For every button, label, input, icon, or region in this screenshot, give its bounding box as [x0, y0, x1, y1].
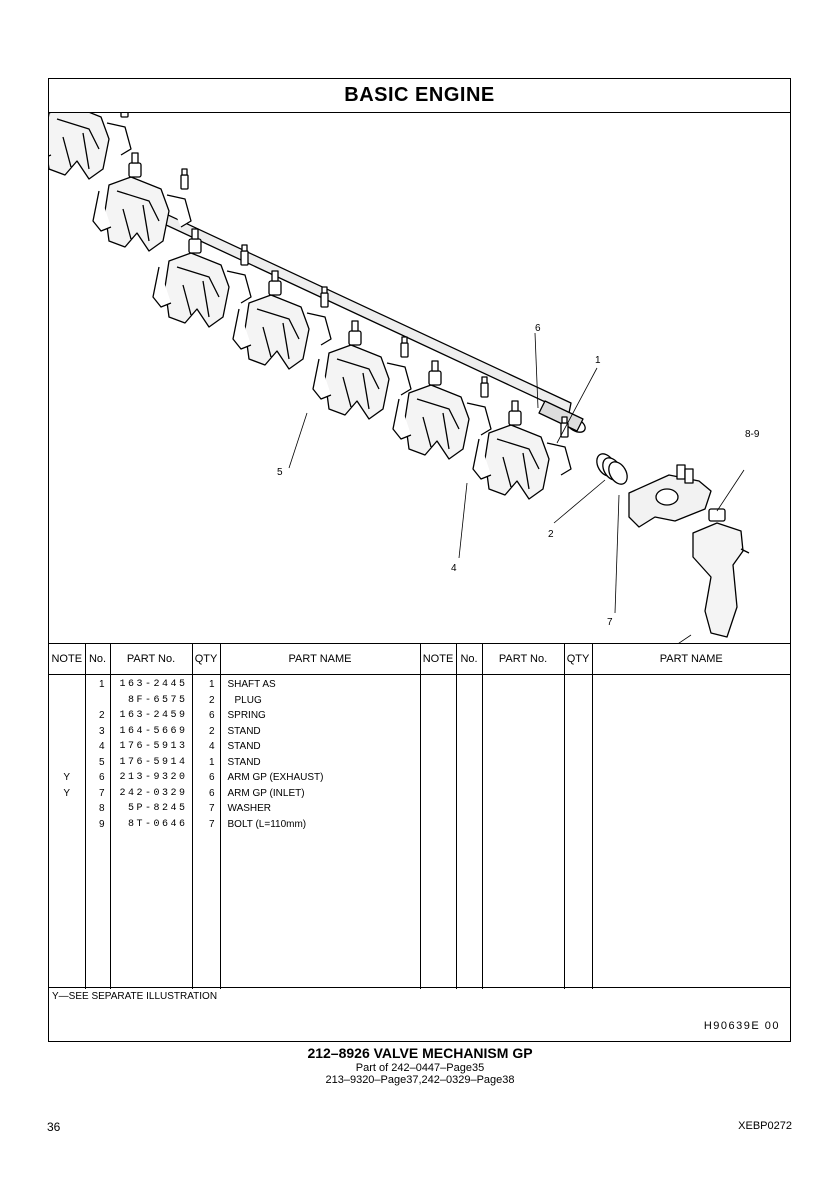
- note-cell: [49, 739, 85, 755]
- qty-column-2: [563, 674, 593, 989]
- qty-cell: 4: [208, 741, 215, 752]
- qty-cell: 6: [208, 787, 215, 799]
- callout-4: 4: [451, 563, 457, 574]
- part-name-cell: STAND: [227, 756, 261, 768]
- part-number-cell: 8T-0646: [127, 818, 188, 830]
- col-header-part-name: PART NAME: [219, 643, 421, 675]
- col-header-part-no-2: PART No.: [481, 643, 565, 675]
- part-name-cell: PLUG: [234, 694, 262, 706]
- parts-table: NOTE No. PART No. QTY PART NAME NOTE No.…: [49, 643, 790, 989]
- item-no-cell: 1: [98, 679, 105, 690]
- col-header-part-no: PART No.: [109, 643, 193, 675]
- part-name-cell: ARM GP (EXHAUST): [227, 772, 324, 783]
- page-number: 36: [47, 1120, 61, 1134]
- part-name-cell: BOLT (L=110mm): [227, 818, 307, 830]
- col-header-no: No.: [84, 643, 111, 675]
- part-number-cell: 176-5914: [119, 756, 188, 768]
- qty-cell: 7: [208, 803, 215, 814]
- no-column-2: [455, 674, 483, 989]
- part-name-column-2: [591, 674, 790, 989]
- table-footer: Y—SEE SEPARATE ILLUSTRATION H90639E 00: [49, 987, 790, 1042]
- callout-8-9: 8-9: [745, 429, 760, 440]
- note-cell: Y: [63, 787, 71, 799]
- part-number-cell: 163-2445: [119, 679, 188, 690]
- page-title: BASIC ENGINE: [49, 79, 790, 113]
- callout-7: 7: [607, 617, 613, 628]
- illustration-code: H90639E 00: [703, 1020, 780, 1032]
- part-number-cell: 164-5669: [119, 725, 188, 737]
- caption-line-1: Part of 242–0447–Page35: [355, 1062, 485, 1074]
- item-no-cell: 8: [98, 803, 105, 814]
- note-column-2: [419, 674, 457, 989]
- table-body: Y Y 1 2 3 4 5 6 7 8 9 163-2445 8F-6575 1…: [49, 674, 790, 989]
- item-no-cell: 4: [98, 741, 105, 752]
- part-number-cell: 8F-6575: [127, 694, 188, 706]
- part-name-cell: STAND: [227, 741, 261, 752]
- note-cell: [49, 724, 85, 740]
- note-cell: Y: [63, 772, 71, 783]
- qty-cell: 1: [208, 679, 215, 690]
- part-number-cell: 213-9320: [119, 772, 188, 783]
- qty-cell: 2: [208, 725, 215, 737]
- col-header-part-name-2: PART NAME: [591, 643, 790, 675]
- note-cell: [49, 708, 85, 724]
- part-number-cell: 242-0329: [119, 787, 188, 799]
- col-header-qty: QTY: [191, 643, 221, 675]
- note-cell: [49, 801, 85, 817]
- part-name-cell: ARM GP (INLET): [227, 787, 305, 799]
- footnote: Y—SEE SEPARATE ILLUSTRATION: [52, 991, 218, 1002]
- note-cell: [49, 817, 85, 833]
- part-number-cell: 5P-8245: [127, 803, 188, 814]
- col-header-qty-2: QTY: [563, 643, 593, 675]
- part-name-cell: WASHER: [227, 803, 272, 814]
- part-number-cell: 176-5913: [119, 741, 188, 752]
- part-name-cell: SHAFT AS: [227, 679, 276, 690]
- col-header-note: NOTE: [49, 643, 86, 675]
- callout-1: 1: [595, 355, 601, 366]
- qty-cell: 7: [208, 818, 215, 830]
- callout-6: 6: [535, 323, 541, 334]
- note-cell: [49, 755, 85, 771]
- no-column: 1 2 3 4 5 6 7 8 9: [84, 674, 111, 989]
- item-no-cell: 6: [98, 772, 105, 783]
- caption-line-2: 213–9320–Page37,242–0329–Page38: [325, 1074, 515, 1086]
- part-number-cell: 163-2459: [119, 710, 188, 721]
- document-code: XEBP0272: [738, 1120, 792, 1132]
- item-no-cell: 9: [98, 818, 105, 830]
- qty-cell: 2: [208, 694, 215, 706]
- part-no-column: 163-2445 8F-6575 163-2459 164-5669 176-5…: [109, 674, 193, 989]
- callout-5: 5: [277, 467, 283, 478]
- callout-2: 2: [548, 529, 554, 540]
- item-no-cell: 5: [98, 756, 105, 768]
- part-no-column-2: [481, 674, 565, 989]
- caption-title: 212–8926 VALVE MECHANISM GP: [307, 1045, 533, 1061]
- item-no-cell: [86, 693, 110, 709]
- item-no-cell: 3: [98, 725, 105, 737]
- item-no-cell: 2: [98, 710, 105, 721]
- note-cell: [49, 677, 85, 693]
- note-column: Y Y: [49, 674, 86, 989]
- valve-mechanism-illustration: 1 2 3 4 5 6 7 8-9: [49, 113, 760, 643]
- table-header-row: NOTE No. PART No. QTY PART NAME NOTE No.…: [49, 643, 790, 675]
- qty-cell: 6: [208, 772, 215, 783]
- qty-cell: 6: [208, 710, 215, 721]
- col-header-note-2: NOTE: [419, 643, 457, 675]
- qty-cell: 1: [208, 756, 215, 768]
- qty-column: 1 2 6 2 4 1 6 6 7 7: [191, 674, 221, 989]
- item-no-cell: 7: [98, 787, 105, 799]
- page-caption: 212–8926 VALVE MECHANISM GP Part of 242–…: [0, 1045, 840, 1086]
- parts-page-frame: BASIC ENGINE: [48, 78, 791, 1042]
- part-name-cell: SPRING: [227, 710, 266, 721]
- col-header-no-2: No.: [455, 643, 483, 675]
- part-name-cell: STAND: [227, 725, 261, 737]
- note-cell: [49, 693, 85, 709]
- part-name-column: SHAFT AS PLUG SPRING STAND STAND STAND A…: [219, 674, 421, 989]
